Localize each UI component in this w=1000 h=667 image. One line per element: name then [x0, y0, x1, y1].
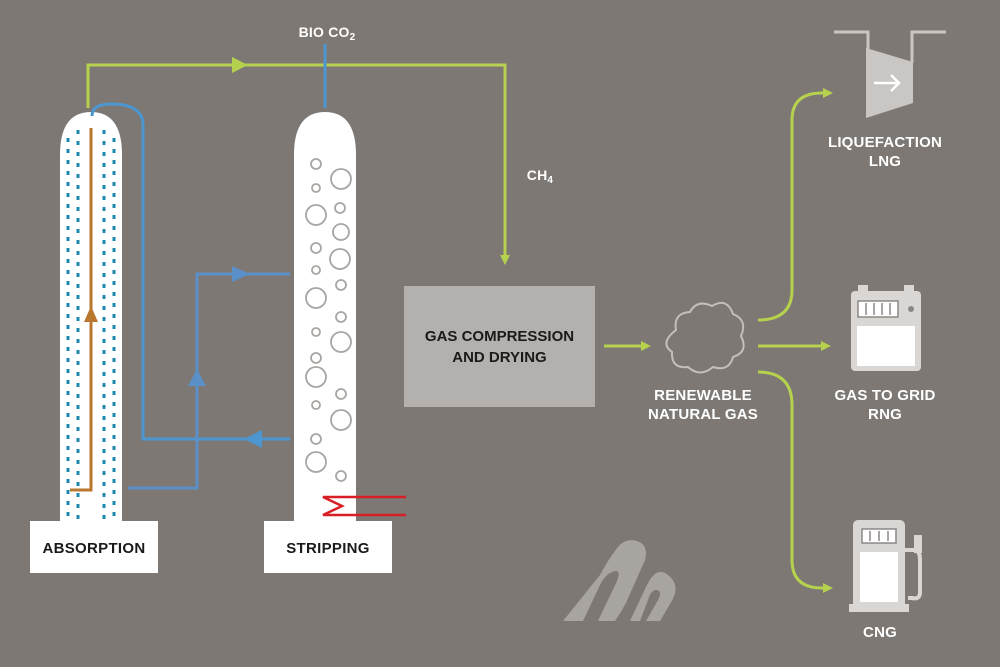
stripping-column	[264, 112, 406, 573]
rich-solvent-arrowhead-up	[188, 369, 206, 386]
logo-icon	[563, 540, 676, 621]
absorption-packing-dots	[66, 130, 116, 520]
absorption-gas-path	[70, 128, 93, 492]
fuel-pump-icon	[849, 520, 922, 612]
absorption-label: ABSORPTION	[30, 526, 158, 570]
stripping-label: STRIPPING	[264, 526, 392, 570]
process-label-line2: AND DRYING	[452, 348, 547, 366]
stripping-bubbles	[305, 158, 352, 482]
compressor-icon	[834, 30, 946, 118]
rng-label: RENEWABLE NATURAL GAS	[648, 387, 758, 423]
lean-solvent-arrowhead	[244, 430, 262, 448]
rich-solvent-arrowhead-right	[232, 266, 250, 282]
gas-to-grid-label: GAS TO GRID RNG	[834, 387, 936, 423]
gas-compression-box: GAS COMPRESSION AND DRYING	[404, 286, 595, 407]
process-label-line1: GAS COMPRESSION	[424, 327, 575, 345]
lean-solvent-loop	[90, 102, 290, 441]
liquefaction-label: LIQUEFACTION LNG	[827, 134, 943, 170]
cng-label: CNG	[863, 624, 897, 641]
absorption-up-arrow	[84, 306, 98, 322]
rng-cloud-icon	[665, 301, 745, 374]
rich-solvent-loop	[128, 272, 290, 490]
ch4-flow-arrowhead	[232, 57, 248, 73]
bio-co2-label: BIO CO2	[298, 24, 356, 43]
distribution-lines	[757, 88, 833, 593]
ch4-label: CH4	[526, 167, 554, 186]
reboiler-heat-coil	[322, 495, 406, 517]
ch4-flow-line	[86, 63, 510, 265]
absorption-column	[30, 112, 158, 573]
gas-meter-icon	[851, 285, 921, 371]
